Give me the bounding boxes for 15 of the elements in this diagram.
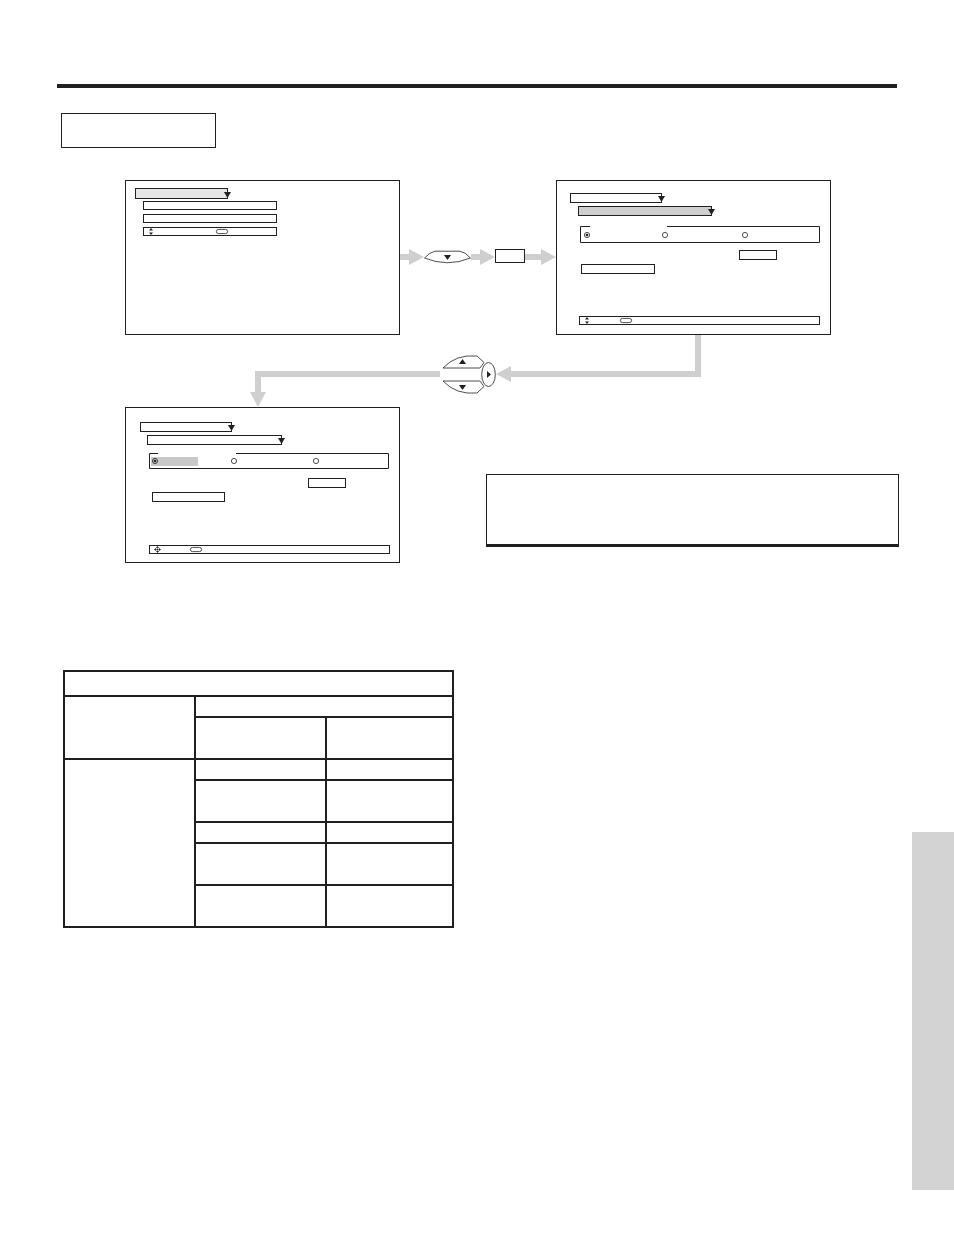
arrow bbox=[250, 371, 440, 407]
side-tab bbox=[912, 832, 954, 1190]
blank-box bbox=[61, 113, 216, 148]
menu-screen bbox=[125, 180, 400, 335]
arrow-keypad bbox=[440, 355, 496, 394]
arrow bbox=[525, 249, 556, 265]
table bbox=[63, 670, 454, 928]
down-key bbox=[424, 250, 471, 265]
menu-screen bbox=[125, 407, 400, 563]
arrow bbox=[400, 249, 424, 265]
rectangular-key bbox=[495, 249, 525, 263]
arrow bbox=[496, 335, 701, 382]
menu-screen bbox=[556, 180, 831, 335]
blank-panel bbox=[486, 474, 899, 547]
arrow bbox=[471, 249, 495, 265]
